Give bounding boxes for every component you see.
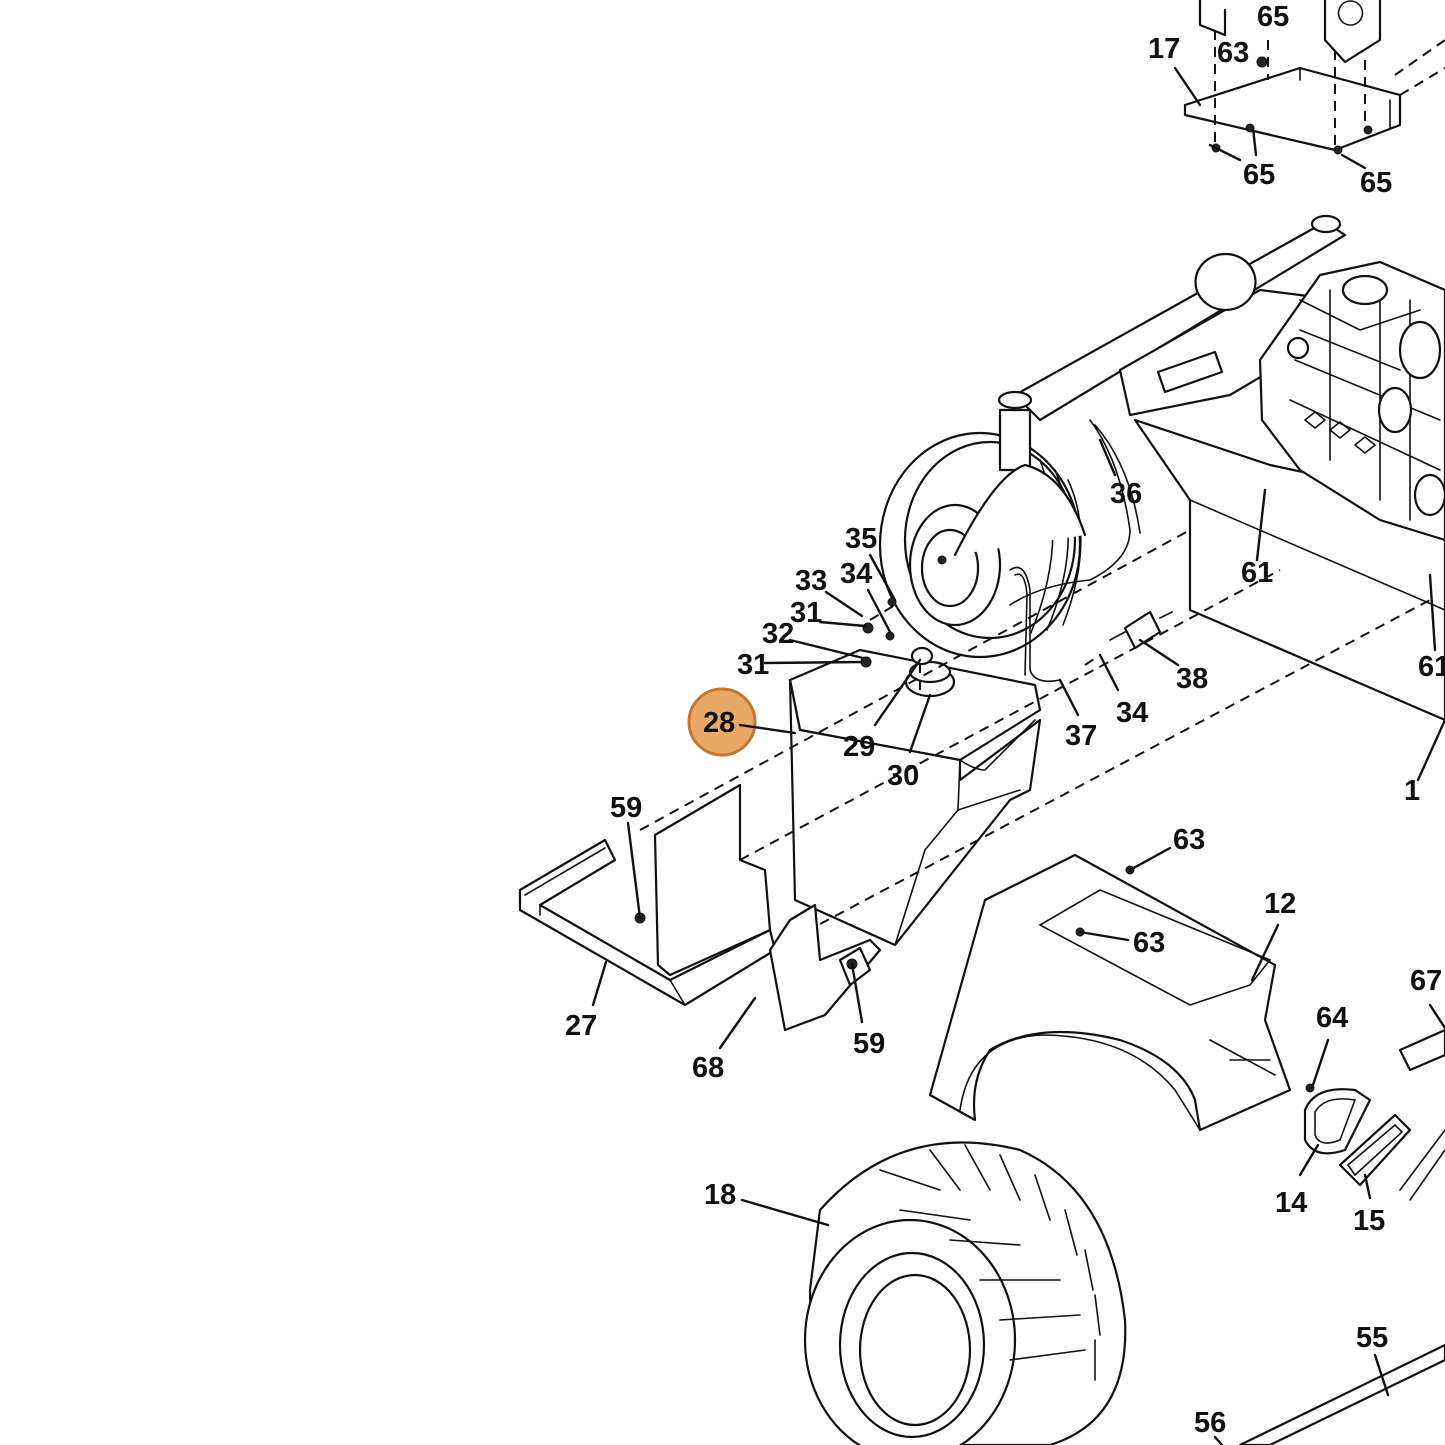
callout-14[interactable]: 14 [1275, 1187, 1307, 1219]
fuel-line [1009, 419, 1173, 683]
leader-lines [591, 66, 1445, 1445]
bottom-rail [1238, 1343, 1445, 1445]
callout-labels: 17 63 65 65 65 36 35 33 34 31 32 31 28 2… [565, 1, 1445, 1439]
callout-65-left[interactable]: 65 [1243, 159, 1275, 191]
callout-64[interactable]: 64 [1316, 1002, 1348, 1034]
callout-30[interactable]: 30 [887, 760, 919, 792]
callout-68[interactable]: 68 [692, 1052, 724, 1084]
callout-12[interactable]: 12 [1264, 888, 1296, 920]
callout-29[interactable]: 29 [843, 731, 875, 763]
callout-18[interactable]: 18 [704, 1179, 736, 1211]
callout-56[interactable]: 56 [1194, 1407, 1226, 1439]
tank-support [518, 783, 882, 1032]
callout-63-lower[interactable]: 63 [1133, 927, 1165, 959]
callout-38[interactable]: 38 [1176, 663, 1208, 695]
callout-15[interactable]: 15 [1353, 1205, 1385, 1237]
callout-28-highlight [687, 687, 757, 757]
callout-63-top[interactable]: 63 [1217, 37, 1249, 69]
callout-34-upper[interactable]: 34 [840, 558, 872, 590]
callout-61-right[interactable]: 61 [1418, 651, 1445, 683]
callout-55[interactable]: 55 [1356, 1322, 1388, 1354]
fuel-tank [788, 597, 1042, 947]
callout-63-upper[interactable]: 63 [1173, 824, 1205, 856]
callout-31-lower[interactable]: 31 [737, 649, 769, 681]
callout-17[interactable]: 17 [1148, 33, 1180, 65]
callout-37[interactable]: 37 [1065, 720, 1097, 752]
callout-1[interactable]: 1 [1404, 775, 1420, 807]
callout-61-left[interactable]: 61 [1241, 557, 1273, 589]
callout-33[interactable]: 33 [795, 565, 827, 597]
bracket-assembly [1183, 0, 1445, 155]
light-assembly [1303, 1028, 1445, 1201]
callout-65-right[interactable]: 65 [1360, 167, 1392, 199]
callout-28[interactable]: 28 [703, 707, 735, 739]
callout-65-top[interactable]: 65 [1257, 1, 1289, 33]
callout-59-upper[interactable]: 59 [610, 792, 642, 824]
callout-31-upper[interactable]: 31 [790, 597, 822, 629]
callout-67[interactable]: 67 [1410, 965, 1442, 997]
callout-35[interactable]: 35 [845, 523, 877, 555]
dashed-assembly-lines [639, 529, 1431, 941]
callout-59-lower[interactable]: 59 [853, 1028, 885, 1060]
caster-wheel [878, 390, 1087, 659]
drive-tire [803, 1141, 1127, 1445]
fender [928, 853, 1292, 1132]
engine [1258, 260, 1445, 542]
callout-27[interactable]: 27 [565, 1010, 597, 1042]
callout-32[interactable]: 32 [762, 618, 794, 650]
callout-34-lower[interactable]: 34 [1116, 697, 1148, 729]
callout-36[interactable]: 36 [1110, 478, 1142, 510]
